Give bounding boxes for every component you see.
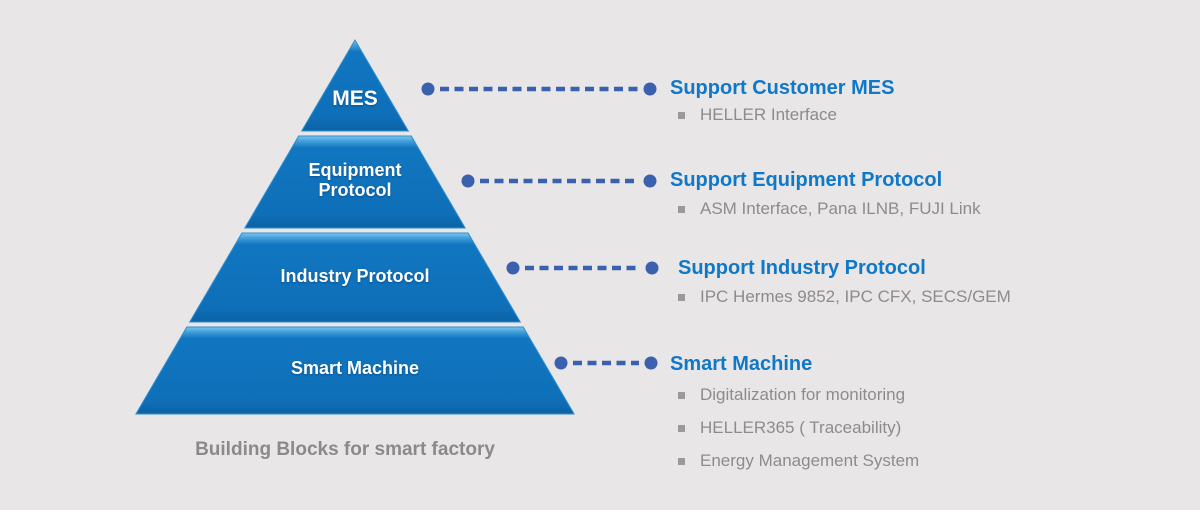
connector-equipment-protocol <box>461 174 657 188</box>
connector-dot-icon <box>643 82 657 96</box>
bullet-square-icon <box>678 424 685 432</box>
diagram-caption: Building Blocks for smart factory <box>195 439 495 460</box>
pyramid-label-text: Industry Protocol <box>280 266 430 286</box>
annotation-item: IPC Hermes 9852, IPC CFX, SECS/GEM <box>678 285 1011 309</box>
pyramid-level-smart-machine-shape <box>135 326 575 415</box>
bullet-square-icon <box>678 205 685 213</box>
annotation-heading-support-industry-protocol: Support Industry Protocol <box>678 257 926 279</box>
annotation-heading-support-customer-mes: Support Customer MES <box>670 77 895 99</box>
annotation-item-text: Digitalization for monitoring <box>700 385 906 404</box>
pyramid-label-text: Smart Machine <box>290 358 420 378</box>
annotation-item-text: IPC Hermes 9852, IPC CFX, SECS/GEM <box>700 287 1011 306</box>
annotation-item: HELLER Interface <box>678 103 837 127</box>
connector-dot-icon <box>421 82 435 96</box>
pyramid-level-industry-protocol-shape <box>188 232 522 323</box>
annotation-heading-smart-machine: Smart Machine <box>670 353 813 375</box>
annotation-item: HELLER365 ( Traceability) <box>678 416 901 440</box>
pyramid-label-text: Equipment <box>308 160 402 180</box>
bullet-square-icon <box>678 391 685 399</box>
connector-dot-icon <box>643 174 657 188</box>
connector-smart-machine <box>554 356 658 370</box>
pyramid-label-equipment-protocol: Equipment Protocol <box>255 160 455 200</box>
connector-dot-icon <box>644 356 658 370</box>
connector-mes <box>421 82 657 96</box>
pyramid-level-mes-shape <box>300 39 410 132</box>
annotation-heading-support-equipment-protocol: Support Equipment Protocol <box>670 169 943 191</box>
annotation-item: Energy Management System <box>678 449 919 473</box>
bullet-square-icon <box>678 293 685 301</box>
connector-dot-icon <box>645 261 659 275</box>
pyramid-label-industry-protocol: Industry Protocol <box>230 265 480 287</box>
connector-dot-icon <box>554 356 568 370</box>
annotation-item-text: HELLER365 ( Traceability) <box>700 418 902 437</box>
annotation-item-text: ASM Interface, Pana ILNB, FUJI Link <box>700 199 981 218</box>
connector-dot-icon <box>506 261 520 275</box>
annotation-item-text: Energy Management System <box>700 451 920 470</box>
bullet-square-icon <box>678 457 685 465</box>
annotation-item: ASM Interface, Pana ILNB, FUJI Link <box>678 197 981 221</box>
pyramid-label-text: Protocol <box>318 180 392 200</box>
pyramid-level-equipment-protocol-shape <box>243 135 467 229</box>
pyramid-label-text: MES <box>332 87 378 110</box>
pyramid-label-smart-machine: Smart Machine <box>230 357 480 379</box>
annotation-item-text: HELLER Interface <box>700 105 838 124</box>
pyramid-label-mes: MES <box>295 86 415 112</box>
bullet-square-icon <box>678 111 685 119</box>
connector-industry-protocol <box>506 261 659 275</box>
connector-dot-icon <box>461 174 475 188</box>
annotation-item: Digitalization for monitoring <box>678 383 905 407</box>
